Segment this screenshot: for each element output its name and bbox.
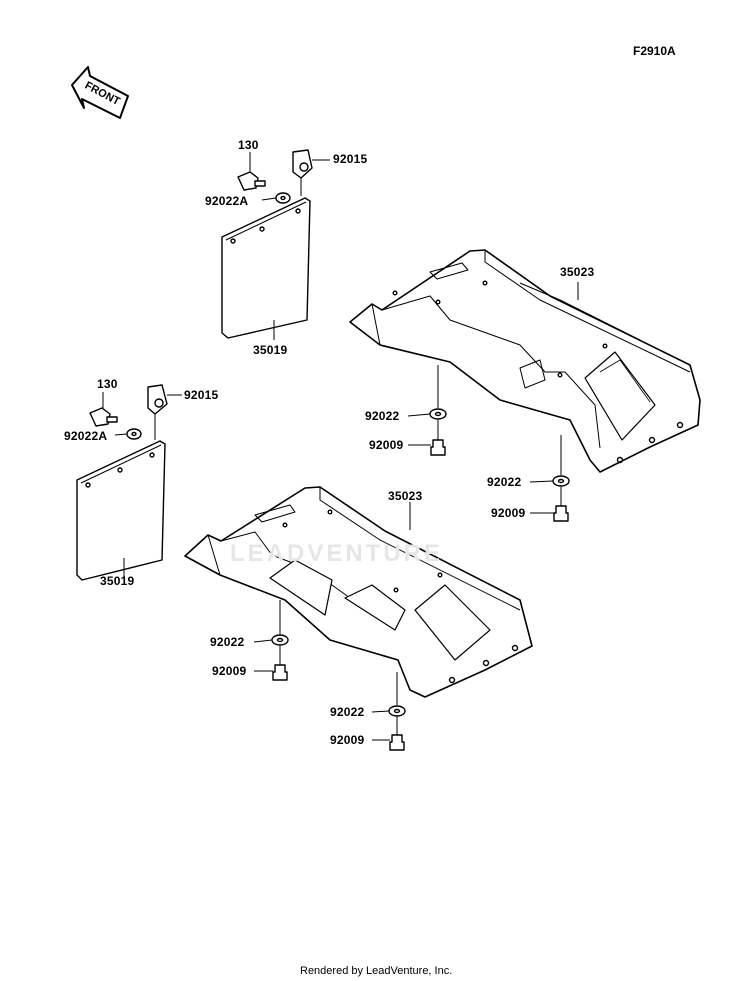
right-fender-cover: [349, 249, 701, 522]
callout-left-washer: 92022A: [64, 429, 108, 443]
left-washer: [126, 428, 142, 440]
top-mudflap-assembly: [221, 149, 330, 340]
right-bolt-2: [553, 505, 569, 522]
callout-left-flap: 35019: [100, 574, 135, 588]
footer-credit: Rendered by LeadVenture, Inc.: [300, 965, 453, 977]
callout-lower-collar-1: 92022: [210, 635, 245, 649]
watermark-text: LEADVENTURE: [230, 540, 444, 567]
callout-right-collar-2: 92022: [487, 475, 522, 489]
callout-top-clip: 92015: [333, 152, 368, 166]
callout-top-bolt: 130: [238, 138, 259, 152]
lower-collar-2: [388, 705, 406, 717]
callout-lower-bolt-2: 92009: [330, 733, 365, 747]
lower-collar-1: [271, 634, 289, 646]
callout-right-collar-1: 92022: [365, 409, 400, 423]
callout-lower-cover: 35023: [388, 489, 423, 503]
top-washer: [275, 192, 291, 204]
right-collar-2: [552, 475, 570, 487]
figure-code: F2910A: [633, 44, 676, 58]
front-arrow-icon: FRONT: [71, 66, 129, 119]
callout-left-bolt: 130: [97, 377, 118, 391]
callout-right-cover: 35023: [560, 265, 595, 279]
top-flap: [221, 197, 311, 339]
callout-right-bolt-2: 92009: [491, 506, 526, 520]
lower-bolt-2: [389, 734, 405, 751]
left-mudflap-assembly: [76, 384, 182, 581]
callout-lower-bolt-1: 92009: [212, 664, 247, 678]
callout-right-bolt-1: 92009: [369, 438, 404, 452]
right-bolt-1: [430, 439, 446, 456]
lower-fender-cover: [184, 486, 533, 751]
right-collar-1: [429, 408, 447, 420]
lower-bolt-1: [272, 664, 288, 681]
callout-lower-collar-2: 92022: [330, 705, 365, 719]
left-flap: [76, 440, 166, 581]
callout-top-flap: 35019: [253, 343, 288, 357]
callout-left-clip: 92015: [184, 388, 219, 402]
callout-top-washer: 92022A: [205, 194, 249, 208]
